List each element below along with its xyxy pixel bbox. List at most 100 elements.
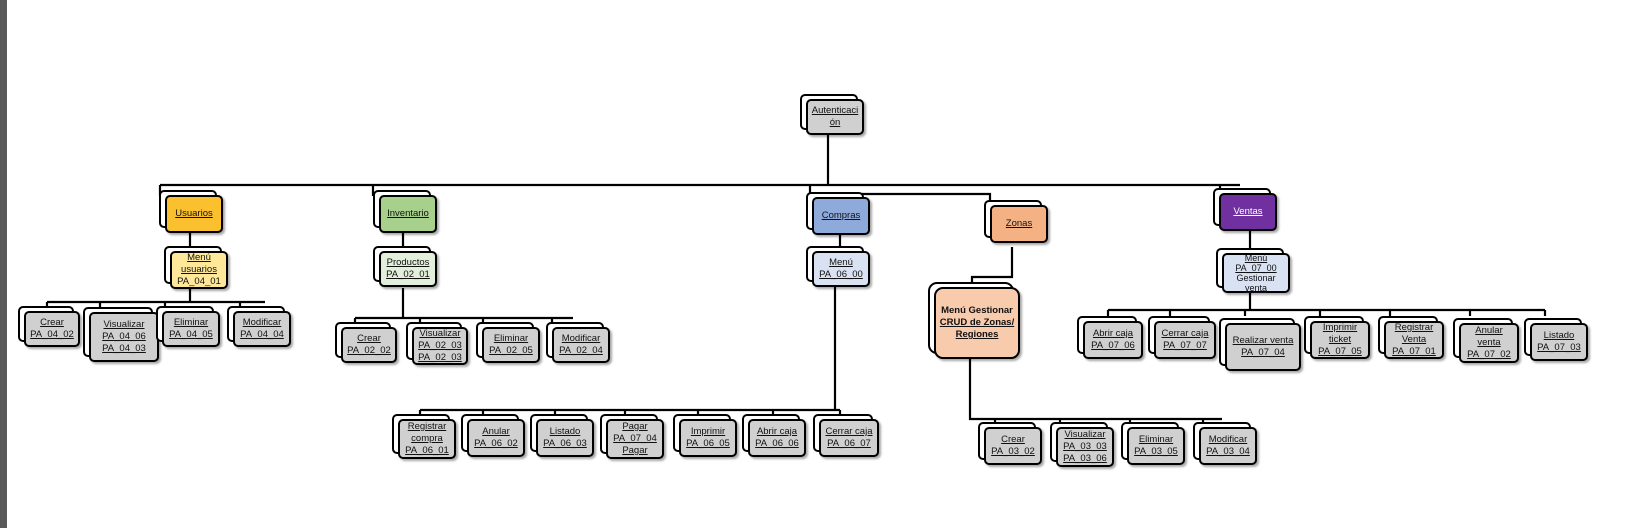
node-text: Abrir caja xyxy=(1092,328,1134,339)
node-text: Ventas xyxy=(1233,206,1263,217)
node-text: compra xyxy=(411,433,443,444)
node-text: PA_02_03 xyxy=(418,352,462,363)
node-compras-abrir-caja[interactable]: Abrir caja PA_06_06 xyxy=(742,414,806,458)
node-text: Abrir caja xyxy=(756,426,798,437)
node-text: Venta xyxy=(1401,334,1427,345)
node-ventas-anular[interactable]: Anular venta PA_07_02 xyxy=(1453,318,1519,364)
node-text: PA_03_02 xyxy=(991,446,1035,457)
node-ventas-listado[interactable]: Listado PA_07_03 xyxy=(1524,318,1588,362)
node-text: Gestionar xyxy=(1236,273,1276,283)
node-compras-pagar[interactable]: Pagar PA_07_04 Pagar xyxy=(600,414,664,460)
node-compras-registrar[interactable]: Registrar compra PA_06_01 xyxy=(392,414,456,460)
node-text: PA_03_06 xyxy=(1063,453,1107,464)
node-text: Imprimir xyxy=(1322,322,1358,333)
node-text: PA_02_02 xyxy=(347,345,391,356)
node-compras-imprimir[interactable]: Imprimir PA_06_05 xyxy=(673,414,737,458)
node-text: usuarios xyxy=(181,264,217,275)
node-menu-zonas[interactable]: Menú Gestionar CRUD de Zonas/ Regiones xyxy=(928,282,1020,360)
node-text: Regiones xyxy=(955,329,999,340)
node-compras-listado[interactable]: Listado PA_06_03 xyxy=(530,414,594,458)
node-zonas[interactable]: Zonas xyxy=(984,200,1048,244)
node-inventario-modificar[interactable]: Modificar PA_02_04 xyxy=(546,322,610,364)
node-zonas-crear[interactable]: Crear PA_03_02 xyxy=(978,422,1042,466)
node-text: venta xyxy=(1477,337,1501,348)
node-zonas-visualizar[interactable]: Visualizar PA_03_03 PA_03_06 xyxy=(1050,422,1114,468)
node-text: Autenticaci xyxy=(811,105,859,116)
node-ventas-cerrar-caja[interactable]: Cerrar caja PA_07_07 xyxy=(1148,316,1216,360)
node-text: Menú xyxy=(187,252,211,263)
node-productos[interactable]: Productos PA_02_01 xyxy=(373,246,437,288)
node-text: PA_03_04 xyxy=(1206,446,1250,457)
node-text: Cerrar caja xyxy=(825,426,873,437)
node-text: Cerrar caja xyxy=(1161,328,1209,339)
node-text: PA_04_04 xyxy=(240,329,284,340)
node-text: PA_06_06 xyxy=(755,438,799,449)
node-text: Visualizar xyxy=(1064,429,1106,440)
node-usuarios-visualizar[interactable]: Visualizar PA_04_06 PA_04_03 xyxy=(83,307,159,363)
node-text: Menú xyxy=(829,257,853,268)
node-zonas-modificar[interactable]: Modificar PA_03_04 xyxy=(1193,422,1257,466)
node-text: PA_04_02 xyxy=(30,329,74,340)
node-ventas-imprimir-ticket[interactable]: Imprimir ticket PA_07_05 xyxy=(1304,316,1370,360)
node-text: PA_07_05 xyxy=(1318,346,1362,357)
node-text: Listado xyxy=(1543,330,1575,341)
node-usuarios-eliminar[interactable]: Eliminar PA_04_05 xyxy=(156,306,220,348)
node-text: Crear xyxy=(1001,434,1025,445)
node-text: Productos xyxy=(386,257,430,268)
node-text: Eliminar xyxy=(173,317,209,328)
node-text: PA_06_03 xyxy=(543,438,587,449)
node-ventas-realizar-venta[interactable]: Realizar venta PA_07_04 xyxy=(1219,318,1301,372)
node-text: PA_03_03 xyxy=(1063,441,1107,452)
node-text: Anular xyxy=(1475,325,1503,336)
node-text: Modificar xyxy=(242,317,282,328)
node-text: PA_02_01 xyxy=(386,269,430,280)
node-text: Compras xyxy=(821,210,861,221)
node-text: PA_07_06 xyxy=(1091,340,1135,351)
node-text: PA_04_06 xyxy=(102,331,146,342)
node-text: PA_06_00 xyxy=(819,269,863,280)
node-text: Menú xyxy=(1244,253,1268,263)
node-text: PA_06_05 xyxy=(686,438,730,449)
node-usuarios[interactable]: Usuarios xyxy=(159,190,223,234)
node-usuarios-crear[interactable]: Crear PA_04_02 xyxy=(18,306,80,348)
node-text: Pagar xyxy=(622,421,648,432)
node-text: Registrar xyxy=(1394,322,1434,333)
node-usuarios-modificar[interactable]: Modificar PA_04_04 xyxy=(227,306,291,348)
node-text: PA_07_02 xyxy=(1467,349,1511,360)
node-text: PA_07_01 xyxy=(1392,346,1436,357)
node-compras[interactable]: Compras xyxy=(806,192,870,236)
node-compras-cerrar-caja[interactable]: Cerrar caja PA_06_07 xyxy=(813,414,879,458)
node-text: PA_07_00 xyxy=(1235,263,1277,273)
node-zonas-eliminar[interactable]: Eliminar PA_03_05 xyxy=(1121,422,1185,466)
node-text: Eliminar xyxy=(1138,434,1174,445)
node-text: Visualizar xyxy=(419,328,461,339)
node-text: Realizar venta xyxy=(1232,335,1294,346)
node-text: PA_04_03 xyxy=(102,343,146,354)
node-text: ticket xyxy=(1328,334,1352,345)
node-inventario[interactable]: Inventario xyxy=(373,190,437,234)
node-inventario-crear[interactable]: Crear PA_02_02 xyxy=(335,322,397,364)
node-text: Inventario xyxy=(387,208,429,219)
node-inventario-eliminar[interactable]: Eliminar PA_02_05 xyxy=(476,322,540,364)
node-text: Imprimir xyxy=(690,426,726,437)
window-left-edge xyxy=(0,0,7,528)
node-menu-compras[interactable]: Menú PA_06_00 xyxy=(806,246,870,288)
node-text: Visualizar xyxy=(103,319,145,330)
node-text: Anular xyxy=(482,426,510,437)
node-menu-usuarios[interactable]: Menú usuarios PA_04_01 xyxy=(164,246,228,290)
node-ventas[interactable]: Ventas xyxy=(1213,188,1277,232)
node-inventario-visualizar[interactable]: Visualizar PA_02_03 PA_02_03 xyxy=(406,322,468,366)
node-text: Registrar xyxy=(407,421,447,432)
node-text: PA_07_04 xyxy=(1241,347,1285,358)
node-text: PA_03_05 xyxy=(1134,446,1178,457)
node-text: venta xyxy=(1244,283,1268,293)
node-text: PA_04_05 xyxy=(169,329,213,340)
node-autenticacion[interactable]: Autenticaci ón xyxy=(800,94,864,136)
node-menu-ventas[interactable]: Menú PA_07_00 Gestionar venta xyxy=(1216,248,1290,294)
node-compras-anular[interactable]: Anular PA_06_02 xyxy=(461,414,525,458)
node-ventas-abrir-caja[interactable]: Abrir caja PA_07_06 xyxy=(1077,316,1143,360)
node-text: PA_06_02 xyxy=(474,438,518,449)
node-text: PA_02_04 xyxy=(559,345,603,356)
node-ventas-registrar[interactable]: Registrar Venta PA_07_01 xyxy=(1378,316,1444,360)
